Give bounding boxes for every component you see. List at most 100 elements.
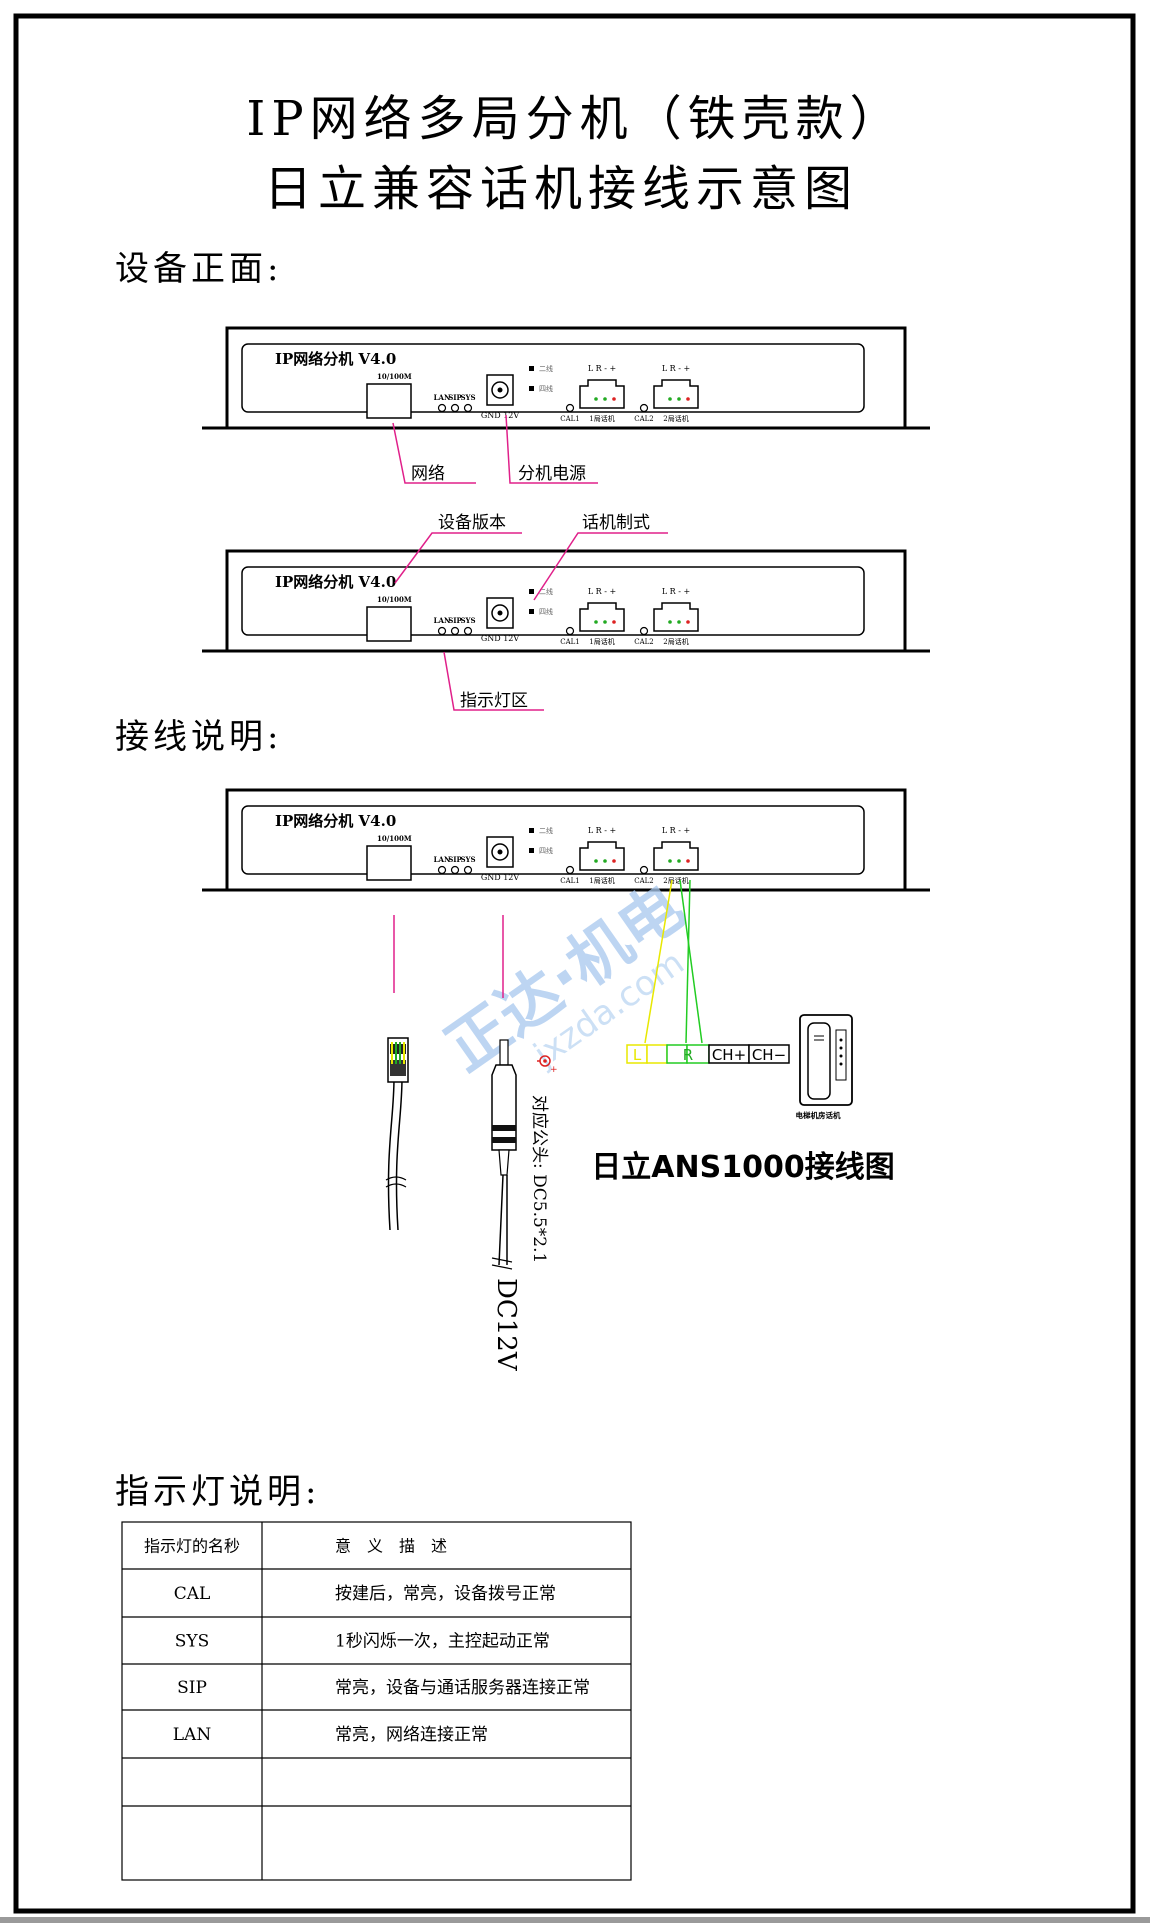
led-label-sys: SYS [460, 855, 475, 864]
table-row-name: LAN [173, 1725, 212, 1745]
network-port [366, 383, 412, 419]
page-frame [13, 13, 1136, 1914]
phone-connector-2 [653, 379, 699, 409]
connector-pin-1-2 [603, 397, 607, 401]
pin-labels-1: L R - + [588, 826, 616, 835]
power-label: GND 12V [481, 634, 520, 643]
phone-connector-1 [579, 841, 625, 871]
mode-two-label: 二线 [539, 364, 553, 373]
port-label: 10/100M [377, 372, 412, 381]
network-cable [385, 915, 409, 1231]
connector-pin-1-3 [612, 620, 616, 624]
port-label: 10/100M [377, 595, 412, 604]
connector-pin-2-2 [677, 859, 681, 863]
power-label: GND 12V [481, 411, 520, 420]
cal2-label: CAL2 [634, 415, 654, 423]
cal2-label: CAL2 [634, 877, 654, 885]
network-port [366, 606, 412, 642]
led-label-sip: SIP [448, 393, 462, 402]
device-model: IP网络分机 V4.0 [275, 350, 396, 368]
connector-pin-2-1 [668, 397, 672, 401]
terminal-l: L [633, 1046, 642, 1064]
connector-pin-2-3 [686, 859, 690, 863]
callout-power-label: 分机电源 [518, 464, 586, 484]
callout-indicator-area-label: 指示灯区 [460, 691, 528, 711]
pin-labels-1: L R - + [588, 364, 616, 373]
led-sys [463, 626, 473, 636]
connector-pin-2-3 [686, 397, 690, 401]
power-jack-pin [497, 849, 503, 855]
led-sip [450, 403, 460, 413]
callout-network: 网络 [392, 422, 476, 484]
connector-pin-1-1 [594, 397, 598, 401]
connector-pin-1-3 [612, 859, 616, 863]
phone-connector-1 [579, 379, 625, 409]
phone-label-2: 2局话机 [663, 414, 688, 423]
connector-pin-1-2 [603, 859, 607, 863]
port-label: 10/100M [377, 834, 412, 843]
led-label-lan: LAN [434, 855, 451, 864]
diagram-caption: 日立ANS1000接线图 [591, 1150, 894, 1185]
intercom-phone-icon [799, 1014, 853, 1106]
mode-four-label: 四线 [539, 384, 553, 393]
pin-labels-2: L R - + [662, 826, 690, 835]
cal2-button [639, 626, 649, 636]
connector-pin-1-1 [594, 620, 598, 624]
mode-two-square [529, 589, 534, 594]
led-label-sys: SYS [460, 616, 475, 625]
power-jack-pin [497, 610, 503, 616]
svg-text:+: + [550, 1065, 558, 1075]
rj45-plug-icon [387, 1037, 409, 1083]
table-header-name: 指示灯的名秒 [144, 1537, 240, 1556]
terminal-ch-plus: CH+ [712, 1046, 746, 1064]
phone-label-2: 2局话机 [663, 637, 688, 646]
terminal-chm-box [748, 1044, 790, 1064]
power-label: GND 12V [481, 873, 520, 882]
led-sip [450, 626, 460, 636]
phone-connector-2 [653, 841, 699, 871]
callout-power: 分机电源 [505, 414, 598, 484]
phone-connector-1 [579, 602, 625, 632]
connector-pin-2-1 [668, 859, 672, 863]
terminal-ch-minus: CH− [752, 1046, 786, 1064]
title-line-2: 日立兼容话机接线示意图 [264, 161, 858, 217]
cal1-label: CAL1 [560, 415, 580, 423]
led-label-sip: SIP [448, 616, 462, 625]
plug-note: 对应公头: DC5.5*2.1 [529, 1095, 549, 1263]
cal2-button [639, 865, 649, 875]
table-row-name: SYS [175, 1632, 210, 1652]
led-label-sip: SIP [448, 855, 462, 864]
mode-four-label: 四线 [539, 607, 553, 616]
callout-phone-mode: 话机制式 [533, 513, 668, 601]
table-border [121, 1521, 632, 1881]
connector-pin-2-2 [677, 397, 681, 401]
mode-four-square [529, 609, 534, 614]
connector-pin-1-1 [594, 859, 598, 863]
led-label-lan: LAN [434, 616, 451, 625]
mode-four-square [529, 386, 534, 391]
dc12v-label: DC12V [491, 1278, 521, 1372]
table-row-desc: 1秒闪烁一次，主控起动正常 [335, 1632, 550, 1652]
pin-labels-2: L R - + [662, 587, 690, 596]
bottom-rule [0, 1917, 1150, 1923]
phone-connector-2 [653, 602, 699, 632]
cal1-button [565, 865, 575, 875]
section-front-heading: 设备正面: [115, 249, 282, 289]
cal1-label: CAL1 [560, 638, 580, 646]
mode-two-square [529, 366, 534, 371]
cal1-button [565, 626, 575, 636]
device-model: IP网络分机 V4.0 [275, 573, 396, 591]
table-row-desc: 按建后，常亮，设备拨号正常 [335, 1584, 556, 1604]
phone-wires [644, 879, 703, 1044]
cal2-label: CAL2 [634, 638, 654, 646]
mode-two-label: 二线 [539, 587, 553, 596]
connector-pin-2-3 [686, 620, 690, 624]
terminal-r: R [683, 1046, 693, 1064]
connector-pin-2-2 [677, 620, 681, 624]
cal1-button [565, 403, 575, 413]
